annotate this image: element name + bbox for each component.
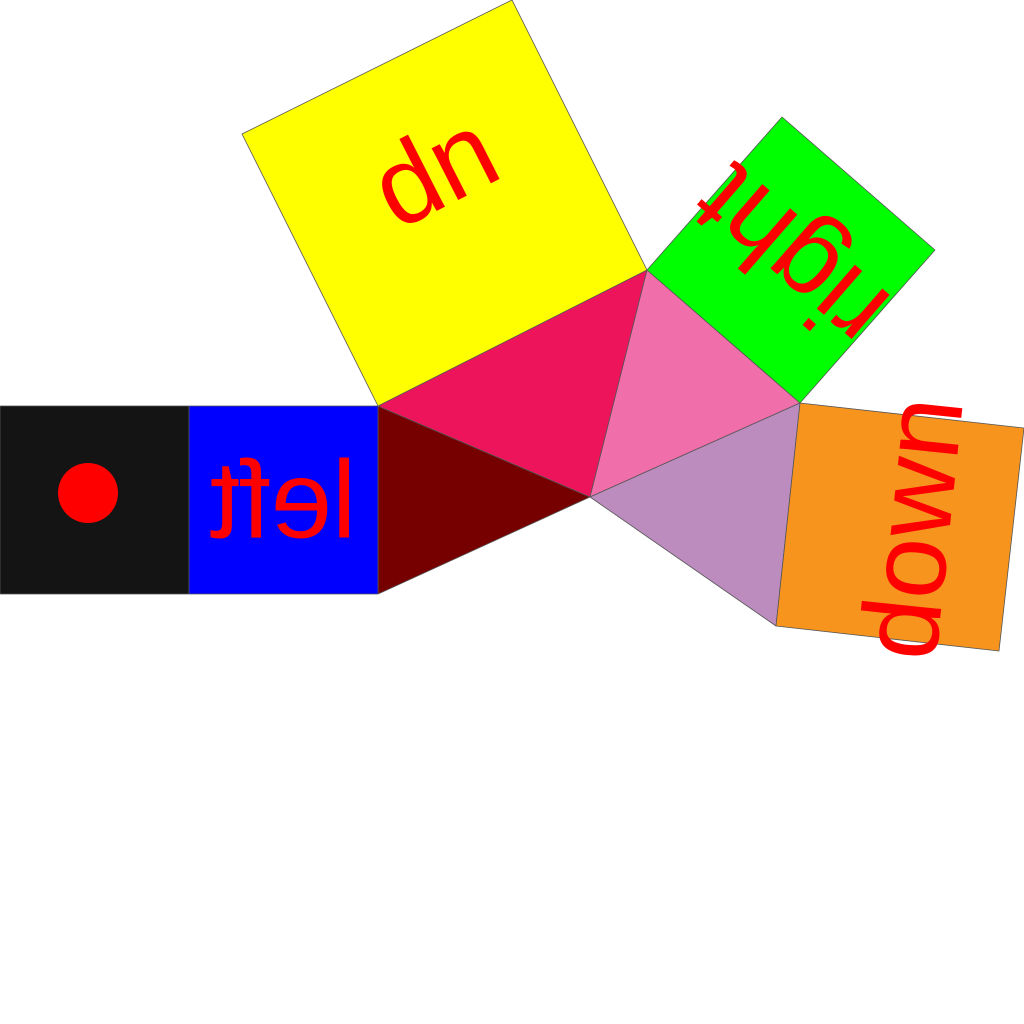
left-square	[188, 405, 379, 595]
label-down: down	[837, 391, 987, 665]
red-dot-marker	[58, 463, 118, 523]
down-square	[775, 402, 1024, 652]
label-left: left	[210, 439, 357, 562]
right-square	[646, 116, 936, 404]
